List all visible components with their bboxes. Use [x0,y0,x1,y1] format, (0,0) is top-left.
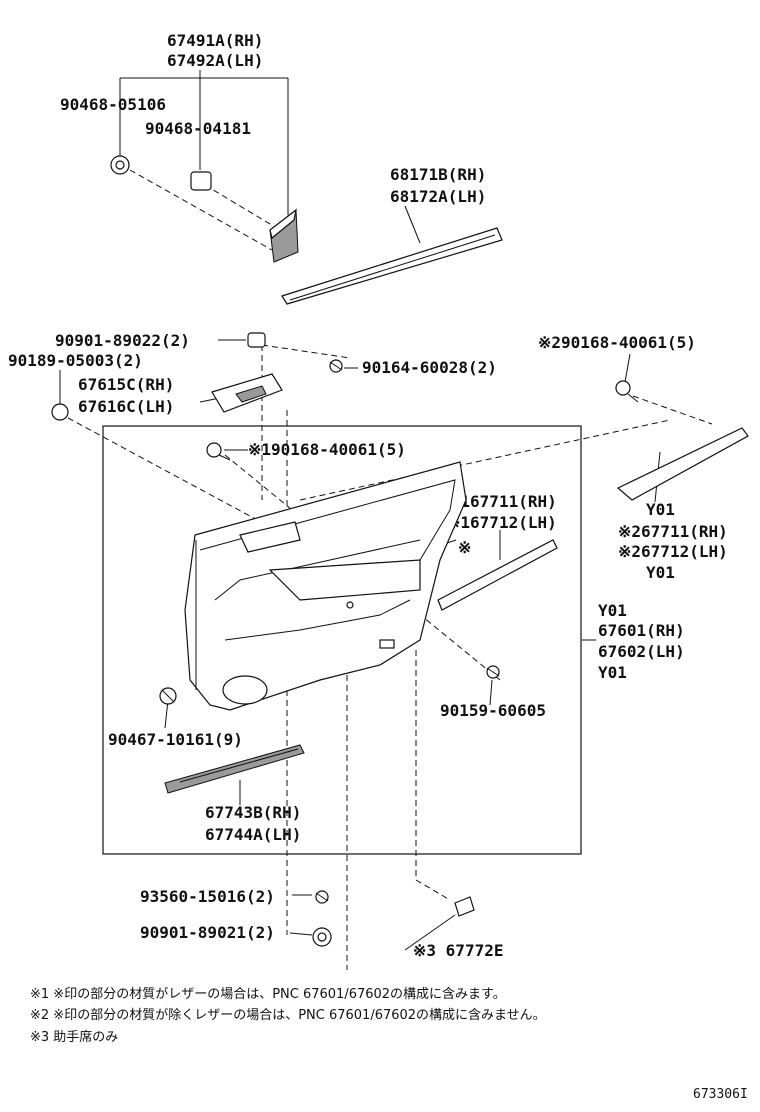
callout-y01-upper: Y01 [646,500,675,519]
callout-90901-89021: 90901-89021(2) [140,923,275,942]
callout-67601: 67601(RH) [598,621,685,640]
callout-90467-10161: 90467-10161(9) [108,730,243,749]
footnote-3: ※3 助手席のみ [30,1029,118,1045]
ornament-upper [616,427,749,501]
callout-90159-60605: 90159-60605 [440,701,546,720]
callout-90901-89022: 90901-89022(2) [55,331,190,350]
callout-93560-15016: 93560-15016(2) [140,887,275,906]
figure-id: 673306I [693,1087,748,1102]
clip-90901-89022 [247,332,266,348]
callout-67711-r2: ※267711(RH) [618,522,728,541]
belt-moulding [281,227,503,305]
screw-90168-40061-r2 [615,380,639,403]
callout-90468-04181: 90468-04181 [145,119,251,138]
cover-67772e [454,896,475,917]
callout-68171b: 68171B(RH) [390,165,486,184]
clip-90468-05106 [110,155,130,175]
footnote-1: ※1 ※印の部分の材質がレザーの場合は、PNC 67601/67602の構成に含… [30,986,506,1002]
ornament-lower [437,539,558,611]
callout-y01-r2: Y01 [646,563,675,582]
callout-67744a: 67744A(LH) [205,825,301,844]
callout-67711-r1: ※167711(RH) [447,492,557,511]
mirror-corner-cover [269,208,299,263]
callout-67743b: 67743B(RH) [205,803,301,822]
screw-90164-60028 [329,359,343,373]
lower-board [164,744,305,794]
callout-67712-r1: ※167712(LH) [447,513,557,532]
inside-handle-bezel [211,373,283,413]
callout-y01-panel-top: Y01 [598,601,627,620]
clip-90189-05003 [51,403,69,421]
footnote-2: ※2 ※印の部分の材質が除くレザーの場合は、PNC 67601/67602の構成… [30,1007,546,1023]
panel-frame [102,425,582,855]
screw-90168-40061-r1 [206,442,231,461]
callout-67616c: 67616C(LH) [78,397,174,416]
clip-90901-89021 [312,927,332,947]
callout-90164-60028: 90164-60028(2) [362,358,497,377]
callout-90189-05003: 90189-05003(2) [8,351,143,370]
callout-90468-05106: 90468-05106 [60,95,166,114]
clip-90468-04181 [190,171,212,191]
callout-67772e: ※3 67772E [413,941,503,960]
callout-asterisk-mark: ※ [458,538,471,557]
callout-67615c: 67615C(RH) [78,375,174,394]
clip-90467-10161 [159,687,177,705]
screw-93560-15016 [315,890,329,904]
callout-90168-40061-r2: ※290168-40061(5) [538,333,696,352]
callout-67492a: 67492A(LH) [167,51,263,70]
callout-y01-panel-bottom: Y01 [598,663,627,682]
callout-67712-r2: ※267712(LH) [618,542,728,561]
callout-67491a: 67491A(RH) [167,31,263,50]
leader-lines [59,70,661,951]
screw-90159-60605 [486,665,500,679]
callout-67602: 67602(LH) [598,642,685,661]
callout-68172a: 68172A(LH) [390,187,486,206]
door-trim-panel [184,461,467,711]
callout-90168-40061-r1: ※190168-40061(5) [248,440,406,459]
